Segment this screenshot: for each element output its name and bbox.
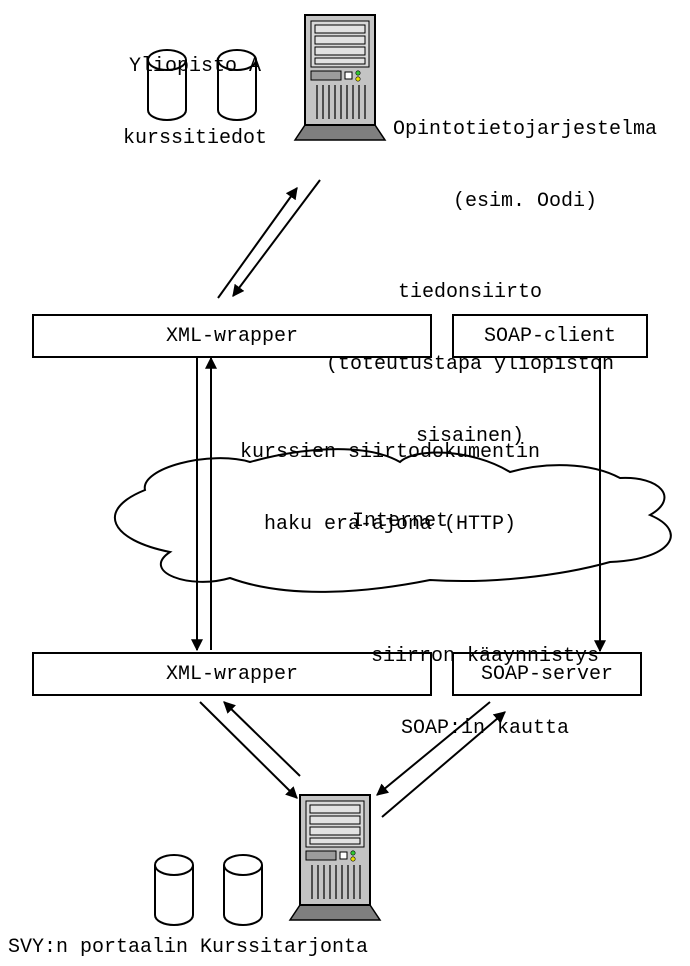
arrow-system-to-wrapper xyxy=(232,179,321,297)
system-label-line: (esim. Oodi) xyxy=(452,190,598,213)
xml-wrapper-bottom-box: XML-wrapper xyxy=(32,652,432,696)
arrow-wrapper-to-portal xyxy=(199,701,298,799)
fetch-label: kurssien siirtodokumentin haku era-ajona… xyxy=(190,393,590,585)
system-label-line: Opintotietojarjestelma xyxy=(392,118,658,141)
fetch-label-line: haku era-ajona (HTTP) xyxy=(263,513,517,536)
bottom-right-database-icon xyxy=(223,854,263,926)
bottom-left-database-icon xyxy=(154,854,194,926)
university-label-line: kurssitiedot xyxy=(122,127,268,150)
internet-cloud-icon xyxy=(114,448,672,593)
transfer-label: tiedonsiirto (toteutustapa yliopiston si… xyxy=(250,233,690,497)
trigger-label-line: siirron käaynnistys xyxy=(370,645,600,668)
xml-wrapper-top-box: XML-wrapper xyxy=(32,314,432,358)
arrow-portal-to-server xyxy=(381,711,506,818)
arrow-server-to-portal xyxy=(376,701,491,796)
fetch-label-line: kurssien siirtodokumentin xyxy=(239,441,541,464)
university-label-line: Yliopisto A xyxy=(128,55,262,78)
transfer-label-line: (toteutustapa yliopiston xyxy=(325,353,615,376)
arrow-portal-to-wrapper xyxy=(223,701,301,777)
soap-server-box: SOAP-server xyxy=(452,652,642,696)
transfer-label-line: tiedonsiirto xyxy=(397,281,543,304)
internet-label: Internet xyxy=(351,510,448,533)
trigger-label-line: SOAP:in kautta xyxy=(400,717,570,740)
trigger-label: siirron käaynnistys SOAP:in kautta xyxy=(320,597,650,789)
system-label: Opintotietojarjestelma (esim. Oodi) xyxy=(362,70,688,262)
portal-label: SVY:n portaalin Kurssitarjonta xyxy=(8,936,369,959)
soap-client-box: SOAP-client xyxy=(452,314,648,358)
university-label: Yliopisto A kurssitiedot xyxy=(95,7,295,199)
bottom-server-icon xyxy=(289,794,381,921)
arrow-wrapper-to-system xyxy=(217,187,298,299)
transfer-label-line: sisainen) xyxy=(415,425,525,448)
